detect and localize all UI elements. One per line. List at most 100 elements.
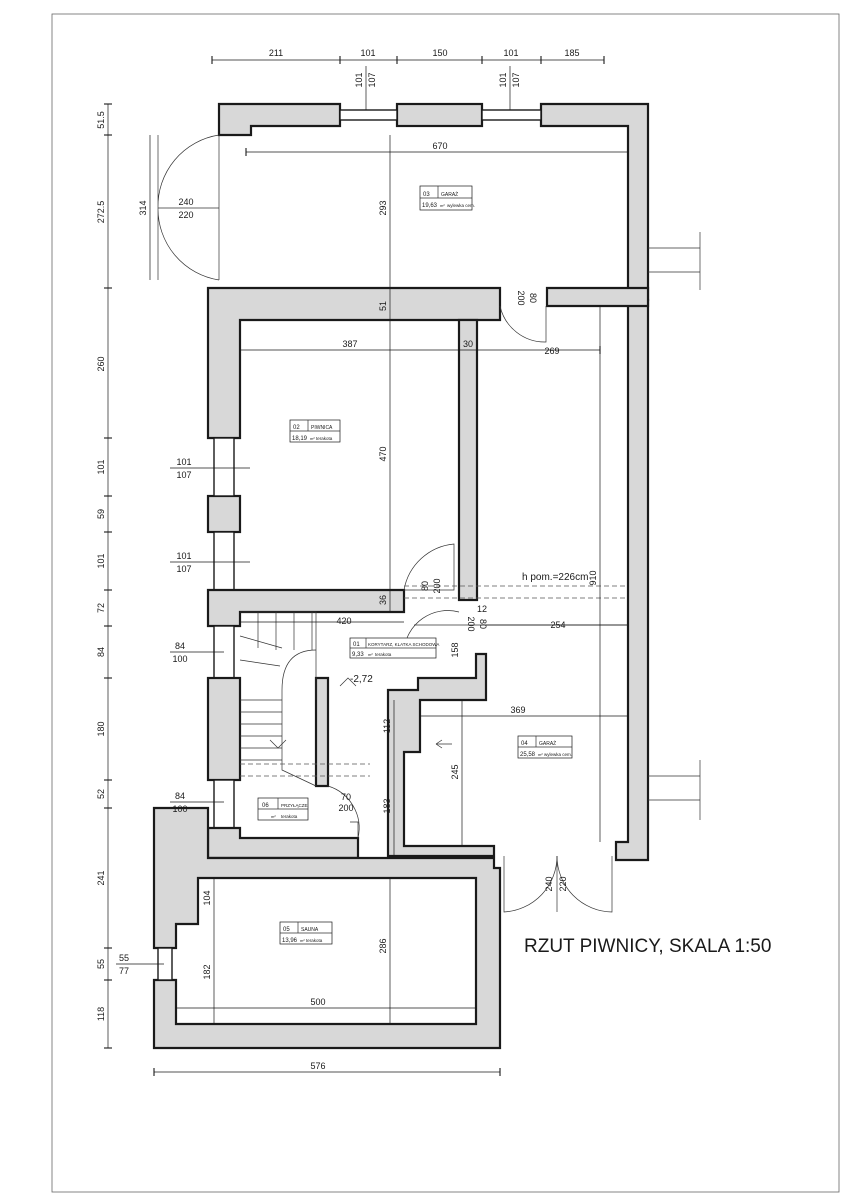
dim-left-3: 101 [96, 459, 106, 474]
door-corr-h: 80 [478, 619, 488, 629]
svg-text:PIWNICA: PIWNICA [311, 425, 333, 431]
dim-245: 245 [450, 764, 460, 779]
svg-text:SAUNA: SAUNA [301, 927, 319, 933]
dim-left-6: 72 [96, 603, 106, 613]
win-stair-w: 84 [175, 641, 185, 651]
dim-left-5: 101 [96, 553, 106, 568]
room-label-06: 06 PRZYŁĄCZE m² terakota [257, 797, 309, 821]
dim-269: 269 [544, 346, 559, 356]
dim-12: 12 [477, 604, 487, 614]
dim-286: 286 [378, 938, 388, 953]
svg-text:terakota: terakota [375, 652, 392, 657]
wall-top-right [539, 102, 650, 302]
door-przylacze-w: 70 [341, 792, 351, 802]
wall-corridor-top [206, 588, 406, 628]
svg-text:04: 04 [521, 741, 528, 747]
dim-470: 470 [378, 446, 388, 461]
door-przylacze-swing [327, 785, 360, 839]
room-label-01: 01 KORYTARZ, KLATKA SCHODOWA 9,33 m² ter… [349, 637, 439, 659]
dim-420: 420 [336, 616, 351, 626]
door-piwnica-h: 200 [432, 578, 442, 593]
win-przylacze-w: 84 [175, 791, 185, 801]
dim-369: 369 [510, 705, 525, 715]
opening-labels: 101 107 101 107 240 220 200 80 101 107 1… [119, 72, 568, 976]
dim-left-11: 55 [96, 959, 106, 969]
svg-text:01: 01 [353, 642, 360, 648]
dim-left-9: 52 [96, 789, 106, 799]
win-sauna-h: 77 [119, 966, 129, 976]
wall-corridor-right [386, 652, 496, 858]
dim-576: 576 [310, 1061, 325, 1071]
dim-top-1: 101 [360, 48, 375, 58]
wall-top-pier [395, 102, 484, 128]
svg-text:02: 02 [293, 425, 300, 431]
svg-text:m²: m² [538, 752, 543, 757]
win-top-a-w: 101 [354, 72, 364, 87]
room-label-05: 05 SAUNA 13,96 m² terakota [279, 921, 333, 945]
dim-183: 183 [382, 798, 392, 813]
svg-text:m²: m² [271, 814, 276, 819]
dim-910: 910 [588, 570, 598, 585]
svg-text:9,33: 9,33 [352, 652, 364, 658]
svg-text:m²: m² [310, 436, 315, 441]
door-piwnica-w: 80 [420, 581, 430, 591]
win-left-b-w: 101 [176, 551, 191, 561]
wall-top [217, 102, 342, 137]
door-garage-swing [499, 305, 547, 343]
win-left-b-h: 107 [176, 564, 191, 574]
svg-text:terakota: terakota [316, 436, 333, 441]
window-przylacze [213, 779, 235, 829]
win-top-b-w: 101 [498, 72, 508, 87]
dim-left-12: 118 [96, 1007, 106, 1021]
window-top-a [339, 109, 398, 121]
svg-text:terakota: terakota [281, 814, 298, 819]
gate-bottom-h: 220 [558, 876, 568, 891]
wall-sauna [152, 806, 502, 1050]
dim-left-7: 84 [96, 647, 106, 657]
svg-text:GARAŻ: GARAŻ [539, 740, 556, 747]
dim-104: 104 [202, 890, 212, 905]
dim-left-10: 241 [96, 870, 106, 885]
wall-przylacze-bottom [206, 826, 360, 860]
dim-top-3: 101 [503, 48, 518, 58]
dim-500: 500 [310, 997, 325, 1007]
svg-text:KORYTARZ, KLATKA SCHODOWA: KORYTARZ, KLATKA SCHODOWA [368, 642, 439, 647]
svg-text:19,63: 19,63 [422, 203, 438, 209]
window-top-b [481, 109, 542, 121]
svg-text:m²: m² [368, 652, 373, 657]
svg-text:PRZYŁĄCZE: PRZYŁĄCZE [281, 803, 308, 808]
dim-254: 254 [550, 620, 565, 630]
win-stair-h: 100 [172, 654, 187, 664]
win-sauna-w: 55 [119, 953, 129, 963]
dim-top-4: 185 [564, 48, 579, 58]
svg-text:06: 06 [262, 803, 269, 809]
dim-158: 158 [450, 642, 460, 657]
win-top-b-h: 107 [511, 72, 521, 87]
window-left-a [213, 437, 235, 497]
room-label-02: 02 PIWNICA 18,19 m² terakota [289, 419, 341, 443]
svg-text:13,96: 13,96 [282, 938, 298, 944]
gate-bottom-w: 240 [544, 876, 554, 891]
svg-text:GARAŻ: GARAŻ [441, 191, 458, 198]
level-mark-icon [339, 677, 357, 687]
dim-293: 293 [378, 200, 388, 215]
dim-top-2: 150 [432, 48, 447, 58]
dimension-text: 211 101 150 101 185 51.5 272.5 260 101 5… [96, 48, 598, 1071]
dim-670: 670 [432, 141, 447, 151]
gate-left-h: 220 [178, 210, 193, 220]
dimension-lines [104, 56, 629, 1076]
wall-right [614, 298, 650, 862]
gate-left [157, 134, 220, 281]
drawing-title: RZUT PIWNICY, SKALA 1:50 [524, 936, 771, 957]
win-left-a-h: 107 [176, 470, 191, 480]
wall-mid-horizontal-left [206, 286, 502, 440]
wall-stair-inner [314, 676, 330, 788]
room-label-03: 03 GARAŻ 19,63 m² wylewka cem. [419, 185, 475, 211]
door-przylacze-h: 200 [338, 803, 353, 813]
svg-text:03: 03 [423, 192, 430, 198]
dim-36: 36 [378, 595, 388, 605]
svg-text:wylewka cem.: wylewka cem. [447, 203, 475, 208]
window-left-b [213, 531, 235, 591]
door-garage-h: 80 [528, 293, 538, 303]
